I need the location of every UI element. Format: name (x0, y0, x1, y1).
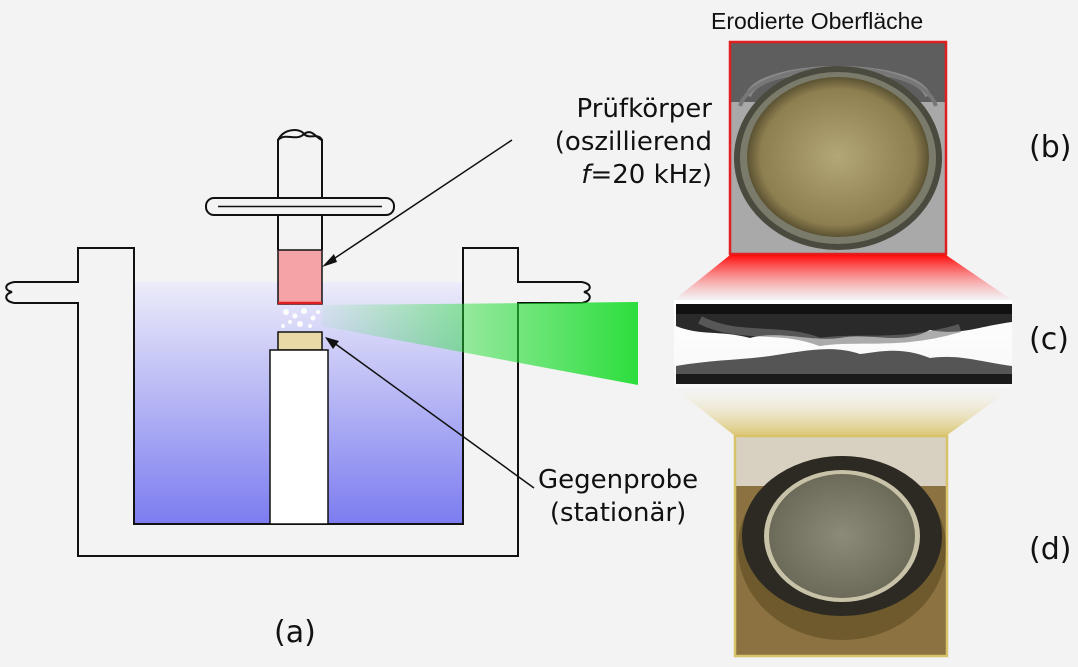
horn-shaft (277, 131, 323, 250)
panel-label-d: (d) (1029, 532, 1072, 567)
specimen-label: Prüfkörper (oszillierend f=20 kHz) (520, 93, 712, 192)
specimen-label-line1: Prüfkörper (576, 94, 712, 124)
counter-sample (277, 331, 323, 351)
camera-view-beam (322, 302, 638, 385)
specimen-label-line3: f=20 kHz) (520, 159, 712, 192)
frequency-symbol: f (581, 160, 591, 190)
specimen-label-line2: (oszillierend (554, 127, 712, 157)
horn-break (277, 129, 323, 141)
cavitation-cloud (281, 308, 320, 328)
panel-label-b: (b) (1029, 130, 1072, 165)
frequency-value: =20 kHz) (590, 160, 712, 190)
upper-projection (674, 255, 1012, 300)
pipe-break-right (581, 281, 591, 304)
panel-label-c: (c) (1029, 322, 1069, 357)
oscillating-specimen (277, 249, 323, 305)
counter-arrow (329, 339, 535, 489)
lower-projection (674, 388, 1012, 436)
holder-column (269, 349, 329, 525)
erosion-gap-photo (674, 300, 1012, 388)
counter-label-line1: Gegenprobe (538, 465, 699, 495)
specimen-arrow (325, 139, 513, 265)
counter-label-line2: (stationär) (549, 498, 687, 528)
panel-label-a: (a) (274, 615, 316, 650)
top-caption: Erodierte Oberfläche (711, 8, 924, 34)
counter-surface-photo (733, 434, 949, 658)
pipe-break-left (5, 281, 15, 304)
eroded-surface-photo (728, 40, 948, 256)
counter-label: Gegenprobe (stationär) (538, 464, 698, 530)
